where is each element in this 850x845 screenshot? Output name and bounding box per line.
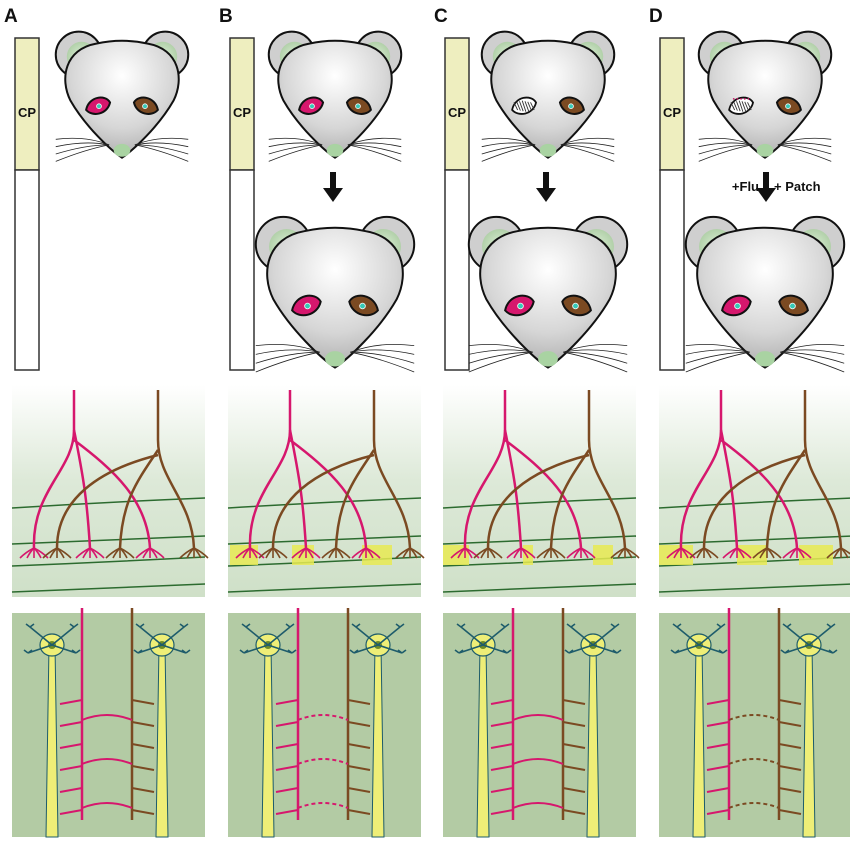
arbor-panel-b	[228, 385, 424, 597]
pupil	[356, 104, 361, 109]
arrow-shaft	[330, 172, 336, 190]
suture-dot	[744, 98, 746, 100]
od-column	[593, 545, 613, 565]
head	[278, 41, 391, 158]
arrow-d	[756, 172, 776, 202]
cp-bar	[230, 38, 254, 170]
nose	[327, 144, 344, 157]
panel-letter: C	[434, 6, 448, 27]
pupil	[310, 104, 315, 109]
pupil	[305, 303, 311, 309]
od-column	[799, 545, 833, 565]
panel-d: D CP	[649, 6, 684, 370]
pupil	[143, 104, 148, 109]
patch-label: + Patch	[774, 179, 821, 194]
neuron-panel-c	[443, 608, 636, 837]
head	[491, 41, 604, 158]
pupil	[569, 104, 574, 109]
arbor-panel-d	[659, 385, 850, 597]
mouse-c-bottom	[469, 217, 627, 372]
head	[480, 228, 616, 368]
cp-label: CP	[18, 105, 36, 120]
arrow-shaft	[763, 172, 769, 190]
panel-a: A CP	[4, 6, 39, 370]
head	[697, 228, 833, 368]
nose	[114, 144, 131, 157]
panel-b: B CP	[219, 6, 254, 370]
arbor-panel-c	[443, 385, 639, 597]
mouse-a-top	[56, 32, 188, 162]
cp-label: CP	[448, 105, 466, 120]
mouse-b-top	[269, 32, 401, 162]
mouse-c-top	[482, 32, 614, 162]
nose	[540, 144, 557, 157]
panel-letter: B	[219, 6, 233, 27]
neuron-panel-b	[228, 608, 421, 837]
cp-bar	[15, 38, 39, 170]
pupil	[786, 104, 791, 109]
suture-dot	[748, 98, 750, 100]
pupil	[573, 303, 579, 309]
head	[708, 41, 821, 158]
nose	[757, 144, 774, 157]
suture-dot	[737, 98, 739, 100]
arrow-b	[323, 172, 343, 202]
period-bar	[230, 170, 254, 370]
period-bar	[445, 170, 469, 370]
flu-label: +Flu	[732, 179, 759, 194]
cp-bar	[660, 38, 684, 170]
pupil	[790, 303, 796, 309]
pupil	[735, 303, 741, 309]
mouse-b-bottom	[256, 217, 414, 372]
suture-dot	[740, 98, 742, 100]
nose	[538, 351, 558, 366]
nose	[755, 351, 775, 366]
arbor-panel-a	[12, 385, 208, 597]
pupil	[97, 104, 102, 109]
pupil	[518, 303, 524, 309]
pupil	[360, 303, 366, 309]
nose	[325, 351, 345, 366]
panel-letter: D	[649, 6, 663, 27]
cp-bar	[445, 38, 469, 170]
neuron-panel-a	[12, 608, 205, 837]
mouse-d-bottom	[686, 217, 844, 372]
period-bar	[660, 170, 684, 370]
neuron-panel-d	[659, 608, 850, 837]
arrow-head	[536, 188, 556, 202]
arrow-head	[323, 188, 343, 202]
suture-dot	[733, 98, 735, 100]
mouse-d-top	[699, 32, 831, 162]
arrow-c	[536, 172, 556, 202]
arrow-head	[756, 188, 776, 202]
cp-label: CP	[663, 105, 681, 120]
panel-c: C CP	[434, 6, 469, 370]
cp-label: CP	[233, 105, 251, 120]
head	[65, 41, 178, 158]
panel-letter: A	[4, 6, 18, 27]
arrow-shaft	[543, 172, 549, 190]
head	[267, 228, 403, 368]
period-bar	[15, 170, 39, 370]
